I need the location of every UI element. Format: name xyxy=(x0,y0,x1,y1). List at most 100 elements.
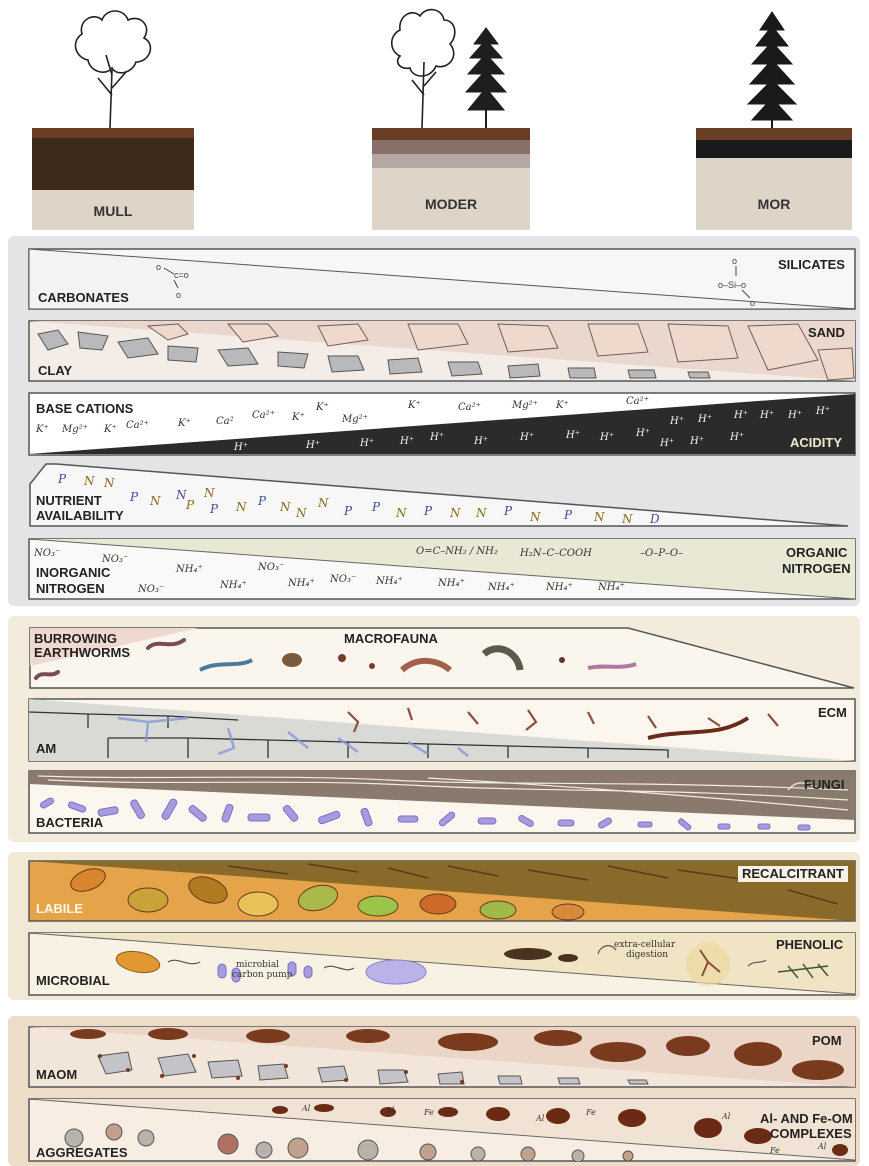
cation-glyph: K⁺ xyxy=(408,400,421,411)
proton-glyph: H⁺ xyxy=(690,436,704,447)
proton-glyph: H⁺ xyxy=(698,414,712,425)
nutrient-glyph: P xyxy=(130,490,138,504)
pom-maom-strip xyxy=(28,1026,856,1088)
metal-glyph: Fe xyxy=(424,1108,434,1117)
label-base-cations: BASE CATIONS xyxy=(36,402,133,416)
beetle-icon xyxy=(282,653,302,667)
proton-glyph: H⁺ xyxy=(306,440,320,451)
cations-acidity-strip xyxy=(28,392,856,456)
label-acidity: ACIDITY xyxy=(790,436,842,450)
nutrient-glyph: P xyxy=(258,494,266,508)
nutrient-glyph: N xyxy=(104,476,115,490)
litter-layer xyxy=(32,128,194,138)
label-carbonates: CARBONATES xyxy=(38,291,129,305)
cation-glyph: Ca² xyxy=(216,416,234,427)
inorganic-glyph: NO₃⁻ xyxy=(34,548,60,559)
cation-glyph: Ca²⁺ xyxy=(458,402,481,413)
label-fungi: FUNGI xyxy=(804,778,844,792)
necromass-icon xyxy=(366,960,426,984)
svg-text:o: o xyxy=(732,256,737,266)
metal-glyph: Al xyxy=(722,1112,730,1121)
inorganic-glyph: NH₄⁺ xyxy=(176,564,203,575)
inorganic-glyph: NO₃⁻ xyxy=(258,562,284,573)
decomposition-strip xyxy=(28,932,856,996)
microbe-strip xyxy=(28,770,856,834)
cation-glyph: K⁺ xyxy=(556,400,569,411)
nutrient-glyph: N xyxy=(236,500,247,514)
fauna-strip xyxy=(28,626,856,690)
metal-glyph: Fe xyxy=(586,1108,596,1117)
proton-glyph: H⁺ xyxy=(760,410,774,421)
svg-text:o: o xyxy=(750,298,755,308)
cation-glyph: Mg²⁺ xyxy=(62,424,88,435)
label-bacteria: BACTERIA xyxy=(36,816,103,830)
nutrient-glyph: N xyxy=(176,488,187,502)
metal-glyph: Al xyxy=(302,1104,310,1113)
litter-quality-strip xyxy=(28,860,856,922)
label-nutrient-1: NUTRIENT xyxy=(36,494,102,508)
label-al-fe-2: COMPLEXES xyxy=(770,1127,852,1141)
label-burrowing-2: EARTHWORMS xyxy=(34,646,130,660)
springtail-icon xyxy=(559,657,565,663)
microbial-carbon-pump-2: carbon pump xyxy=(232,970,292,980)
label-labile: LABILE xyxy=(36,902,83,916)
label-inorganic-1: INORGANIC xyxy=(36,566,110,580)
nutrient-glyph: N xyxy=(296,506,307,520)
nutrient-glyph: P xyxy=(504,504,512,518)
proton-glyph: H⁺ xyxy=(636,428,650,439)
label-clay: CLAY xyxy=(38,364,72,378)
label-sand: SAND xyxy=(808,326,845,340)
cation-glyph: Mg²⁺ xyxy=(342,414,368,425)
inorganic-glyph: NH₄⁺ xyxy=(598,582,625,593)
proton-glyph: H⁺ xyxy=(600,432,614,443)
proton-glyph: H⁺ xyxy=(816,406,830,417)
nutrient-glyph: P xyxy=(58,472,66,486)
proton-glyph: H⁺ xyxy=(788,410,802,421)
inorganic-glyph: NH₄⁺ xyxy=(438,578,465,589)
nutrient-glyph: N xyxy=(594,510,605,524)
inorganic-glyph: NO₃⁻ xyxy=(102,554,128,565)
carbonates-silicates-strip: oc=oo oo–Si–oo xyxy=(28,248,856,310)
nutrient-glyph: N xyxy=(84,474,95,488)
mycorrhiza-strip xyxy=(28,698,856,762)
proton-glyph: H⁺ xyxy=(430,432,444,443)
label-silicates: SILICATES xyxy=(778,258,845,272)
aggregates-strip xyxy=(28,1098,856,1162)
nutrient-glyph: P xyxy=(210,502,218,516)
microbial-carbon-pump-1: microbial xyxy=(236,960,279,970)
cation-glyph: K⁺ xyxy=(36,424,49,435)
sand-clay-strip xyxy=(28,320,856,382)
extracellular-2: digestion xyxy=(626,950,668,960)
inorganic-glyph: NO₃⁻ xyxy=(138,584,164,595)
cation-glyph: Ca²⁺ xyxy=(252,410,275,421)
proton-glyph: H⁺ xyxy=(234,442,248,453)
mite-icon xyxy=(338,654,346,662)
nutrient-glyph: N xyxy=(280,500,291,514)
metal-glyph: Fe xyxy=(770,1146,780,1155)
deciduous-tree-icon xyxy=(392,10,455,128)
nutrient-glyph: N xyxy=(318,496,329,510)
inorganic-glyph: NH₄⁺ xyxy=(488,582,515,593)
label-macrofauna: MACROFAUNA xyxy=(344,632,438,646)
inorganic-glyph: NH₄⁺ xyxy=(220,580,247,591)
svg-text:o: o xyxy=(156,262,161,272)
proton-glyph: H⁺ xyxy=(520,432,534,443)
label-nutrient-2: AVAILABILITY xyxy=(36,509,124,523)
cation-glyph: K⁺ xyxy=(316,402,329,413)
label-organic-1: ORGANIC xyxy=(786,546,847,560)
cation-glyph: K⁺ xyxy=(292,412,305,423)
inorganic-glyph: NH₄⁺ xyxy=(546,582,573,593)
nutrient-glyph: P xyxy=(344,504,352,518)
nutrient-glyph: D xyxy=(650,512,660,526)
nutrient-glyph: N xyxy=(450,506,461,520)
label-al-fe-1: Al- AND Fe-OM xyxy=(760,1112,853,1126)
deciduous-tree-icon xyxy=(75,11,150,128)
nutrient-glyph: N xyxy=(204,486,215,500)
proton-glyph: H⁺ xyxy=(734,410,748,421)
metal-glyph: Al xyxy=(386,1106,394,1115)
label-maom: MAOM xyxy=(36,1068,77,1082)
proton-glyph: H⁺ xyxy=(400,436,414,447)
nutrient-glyph: P xyxy=(424,504,432,518)
nutrient-glyph: P xyxy=(186,498,194,512)
label-burrowing-1: BURROWING xyxy=(34,632,117,646)
